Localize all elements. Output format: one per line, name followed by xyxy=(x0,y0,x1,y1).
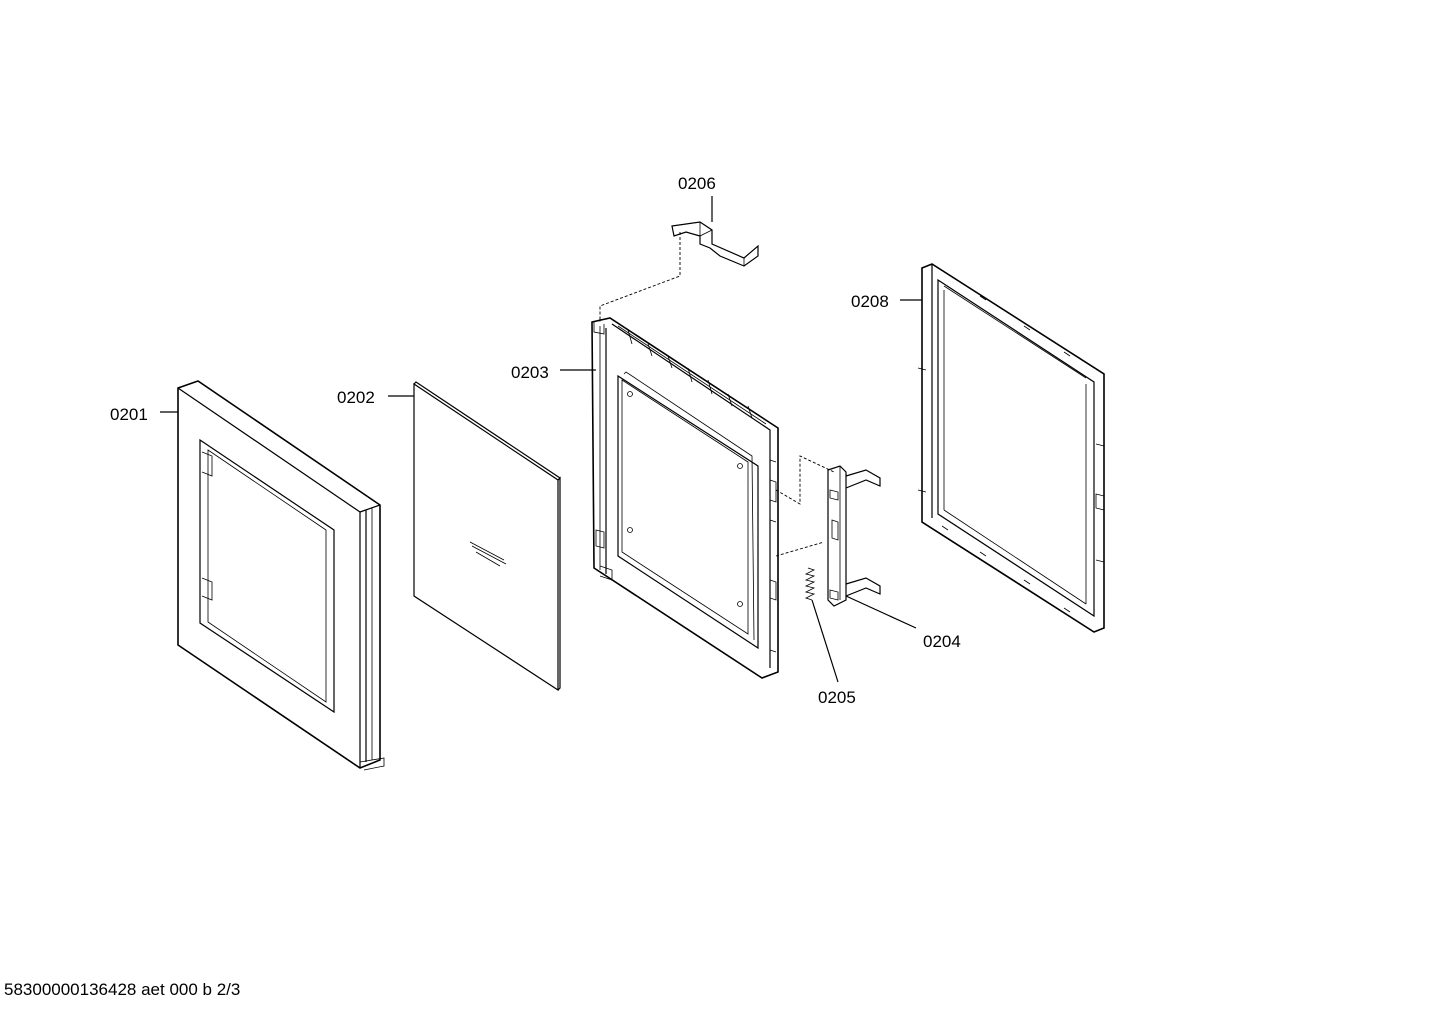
label-0201: 0201 xyxy=(110,405,148,424)
part-0206-hinge-bracket[interactable] xyxy=(671,221,759,267)
part-0203-inner-frame[interactable] xyxy=(591,317,779,679)
part-0204-latch[interactable] xyxy=(827,465,881,607)
drawing-id-footer: 58300000136428 aet 000 b 2/3 xyxy=(4,980,241,999)
part-0205-spring[interactable] xyxy=(804,567,816,601)
part-0208-rear-frame[interactable] xyxy=(917,263,1105,633)
label-0205: 0205 xyxy=(818,688,856,707)
leader-lines xyxy=(160,196,922,683)
part-0201-door-frame[interactable] xyxy=(177,380,385,771)
part-0202-glass-panel[interactable] xyxy=(413,381,561,692)
label-0203: 0203 xyxy=(511,363,549,382)
label-0208: 0208 xyxy=(851,292,889,311)
label-0202: 0202 xyxy=(337,388,375,407)
assembly-lines xyxy=(599,232,835,557)
label-0206: 0206 xyxy=(678,174,716,193)
label-0204: 0204 xyxy=(923,632,961,651)
